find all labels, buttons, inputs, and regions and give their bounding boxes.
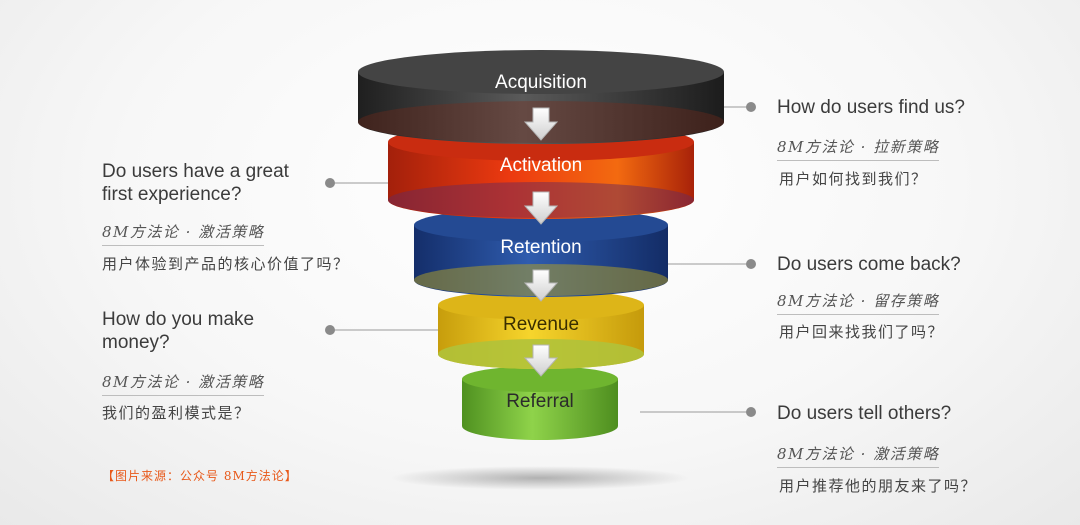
description-retention: 用户回来找我们了吗？ (779, 323, 945, 341)
tag-referral: 8M方法论 · 激活策略 (777, 443, 940, 468)
tag-revenue: 8M方法论 · 激活策略 (102, 371, 265, 396)
tag-retention: 8M方法论 · 留存策略 (777, 290, 940, 315)
arrow-down-icon (523, 344, 559, 377)
source-note: 【图片来源：公众号 8M方法论】 (102, 469, 298, 483)
connector-dot-revenue (325, 325, 335, 335)
description-revenue: 我们的盈利模式是？ (102, 404, 251, 422)
connector-dot-activation (325, 178, 335, 188)
stage-label-activation: Activation (500, 155, 582, 176)
funnel-stage-referral: Referral (462, 366, 618, 440)
stage-label-referral: Referral (506, 391, 574, 412)
arrow-down-icon (523, 191, 559, 225)
tag-acquisition: 8M方法论 · 拉新策略 (777, 136, 940, 161)
arrow-down-icon (523, 107, 559, 141)
description-referral: 用户推荐他的朋友来了吗？ (779, 477, 978, 495)
connector-dot-acquisition (746, 102, 756, 112)
connector-dot-retention (746, 259, 756, 269)
description-activation: 用户体验到产品的核心价值了吗？ (102, 255, 350, 273)
funnel-ground-shadow (390, 466, 690, 490)
question-revenue: How do you make money? (102, 309, 255, 353)
question-activation: Do users have a great first experience? (102, 161, 289, 205)
arrow-down-icon (523, 269, 559, 302)
question-acquisition: How do users find us? (777, 97, 965, 118)
stage-label-retention: Retention (500, 237, 581, 258)
tag-activation: 8M方法论 · 激活策略 (102, 221, 265, 246)
question-retention: Do users come back? (777, 254, 961, 275)
question-referral: Do users tell others? (777, 403, 952, 424)
stage-label-revenue: Revenue (503, 314, 579, 335)
connector-dot-referral (746, 407, 756, 417)
stage-label-acquisition: Acquisition (495, 72, 587, 93)
description-acquisition: 用户如何找到我们？ (779, 170, 928, 188)
